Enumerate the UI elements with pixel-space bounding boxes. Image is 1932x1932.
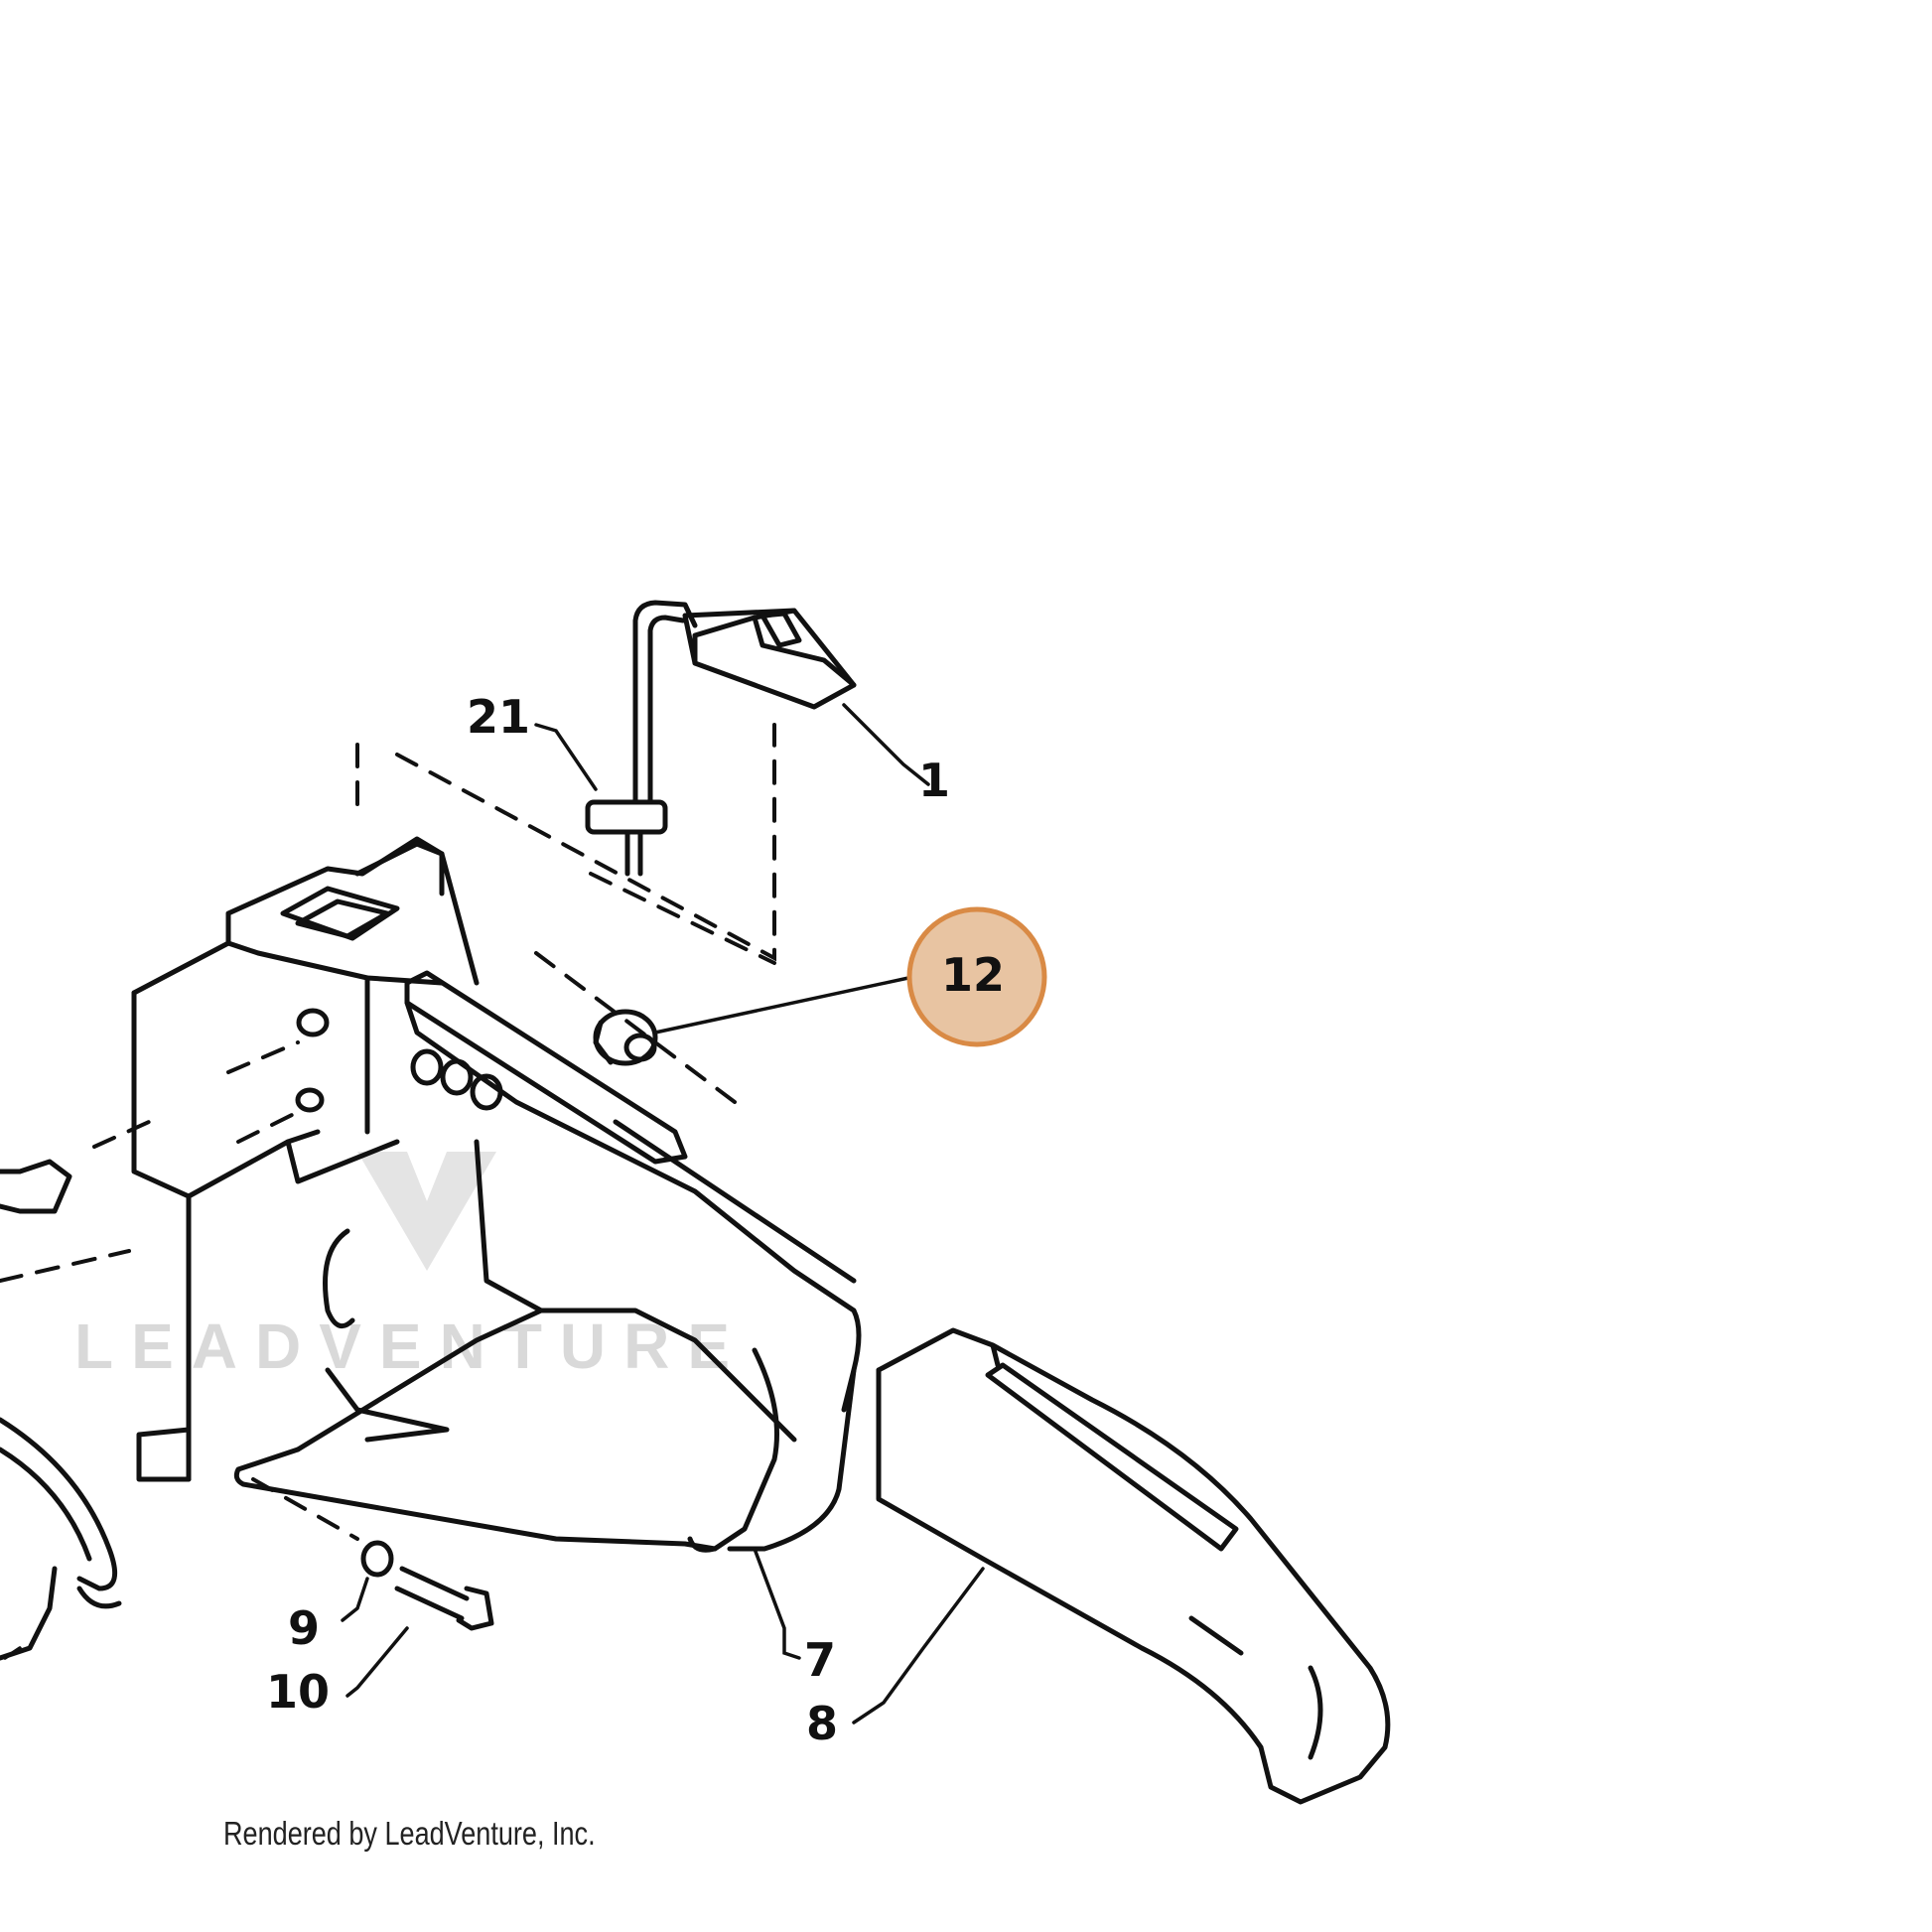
callout-10-label[interactable]: 10 [266,1665,330,1719]
watermark: LEADVENTURE [74,1152,748,1382]
part-21-grommet[interactable] [585,672,668,877]
bushing-axis [534,951,737,1104]
leader-lines [3,703,985,1725]
part-9-washer[interactable] [360,1540,394,1578]
part-1-switch[interactable] [632,600,857,710]
assembly-dashed-box [355,723,776,965]
callout-12-label: 12 [941,948,1005,1002]
part-left-cover [0,1417,122,1661]
callout-1-label[interactable]: 1 [918,754,950,807]
callout-7-label[interactable]: 7 [804,1633,836,1687]
callout-8-label[interactable]: 8 [806,1697,838,1750]
watermark-text: LEADVENTURE [74,1311,748,1382]
part-7-housing[interactable] [131,836,862,1553]
callout-9-label[interactable]: 9 [288,1601,320,1655]
part-12-bushing[interactable] [593,1009,658,1066]
bolt-axis [251,1477,359,1541]
part-10-bolt[interactable] [394,1566,494,1631]
part-8-handle-cover[interactable] [876,1327,1391,1805]
part-left-fitting [0,1040,300,1283]
callout-21-label[interactable]: 21 [467,690,530,744]
footer-credit: Rendered by LeadVenture, Inc. [223,1815,596,1852]
callout-12-highlight[interactable]: 12 [906,906,1047,1047]
